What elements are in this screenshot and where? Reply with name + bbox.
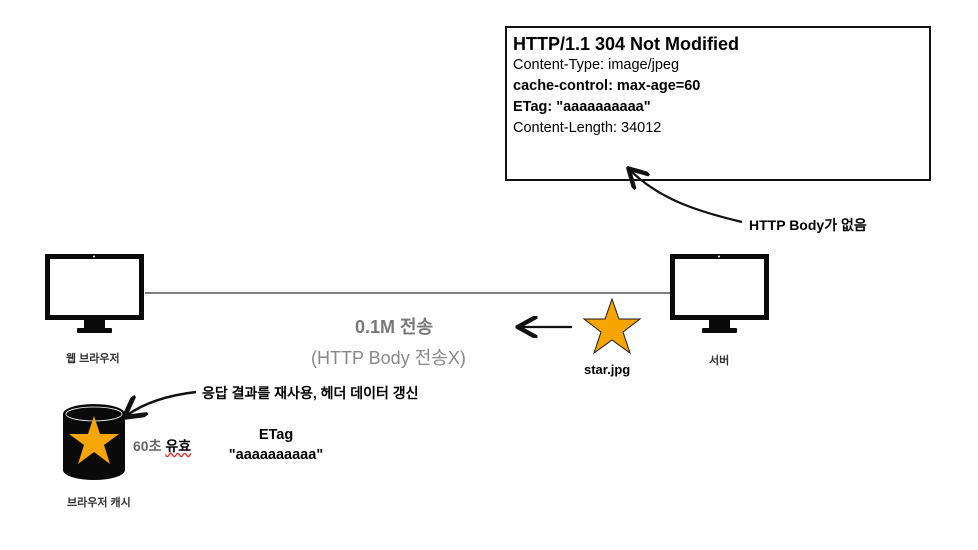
header-cache-control: cache-control: max-age=60 [513, 78, 701, 94]
cache-etag: ETag "aaaaaaaaaa" [214, 425, 338, 465]
cache-etag-value: "aaaaaaaaaa" [228, 447, 324, 463]
star-icon [582, 297, 642, 355]
cache-label: 브라우저 캐시 [67, 497, 131, 509]
file-name: star.jpg [584, 362, 631, 377]
ttl-valid: 유효 [165, 438, 192, 454]
reuse-note: 응답 결과를 재사용, 헤더 데이터 갱신 [202, 385, 419, 401]
cache-etag-label: ETag [258, 427, 294, 443]
server-label: 서버 [709, 355, 730, 367]
transfer-size: 0.1M 전송 [355, 317, 434, 337]
monitor-icon [670, 254, 769, 333]
ttl-seconds: 60초 [133, 438, 162, 454]
header-content-type: Content-Type: image/jpeg [513, 57, 680, 73]
response-message-box: HTTP/1.1 304 Not Modified Content-Type: … [505, 26, 931, 181]
database-icon [63, 404, 125, 480]
no-body-note: HTTP Body가 없음 [749, 217, 867, 233]
cache-ttl: 60초 유효 [133, 436, 191, 456]
reuse-arrow [126, 390, 197, 416]
monitor-icon [45, 254, 144, 333]
transfer-detail: (HTTP Body 전송X) [311, 348, 466, 368]
response-status-line: HTTP/1.1 304 Not Modified [513, 34, 740, 54]
client-label: 웹 브라우저 [66, 353, 120, 365]
header-content-length: Content-Length: 34012 [513, 120, 662, 136]
header-etag: ETag: "aaaaaaaaaa" [513, 99, 651, 115]
